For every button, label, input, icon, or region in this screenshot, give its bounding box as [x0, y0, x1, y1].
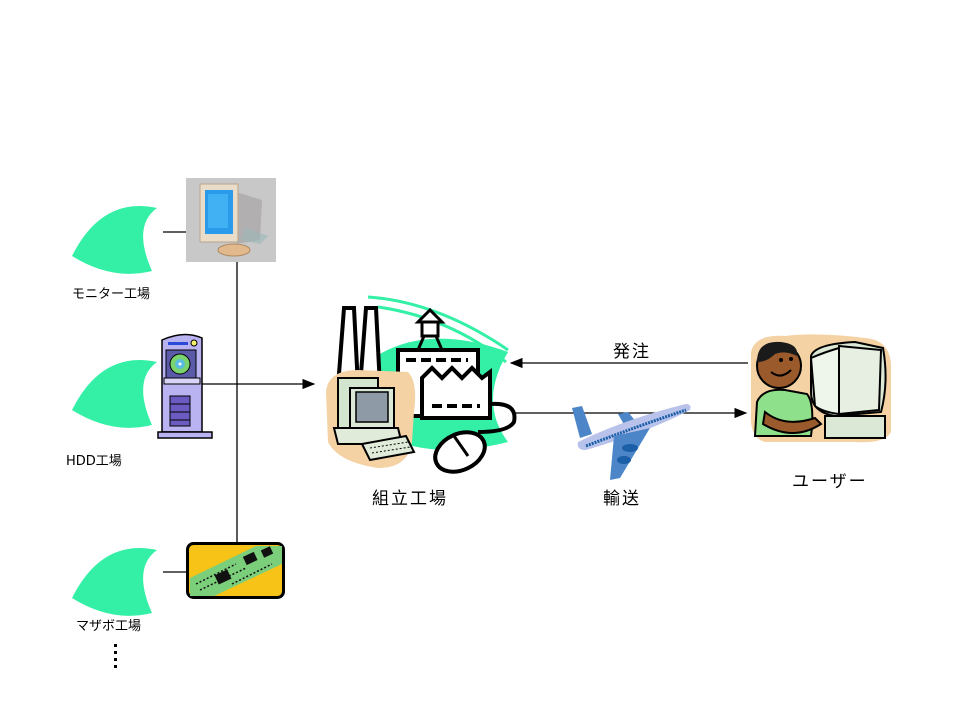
supplier-mobo-factory: [62, 528, 162, 624]
monitor-icon: [186, 178, 276, 262]
supplier-hdd-factory: [62, 340, 162, 436]
factory-icon: [72, 360, 157, 428]
user-label: ユーザー: [792, 472, 868, 492]
assembly-factory: [318, 292, 528, 482]
supplier-label-hdd: HDD工場: [66, 454, 122, 469]
airplane-icon: [568, 398, 694, 482]
assembly-label: 組立工場: [372, 489, 448, 509]
factory-icon: [72, 548, 157, 616]
supplier-label-monitor: モニター工場: [72, 287, 151, 302]
assembly-factory-icon: [326, 295, 517, 474]
user-icon: [745, 332, 895, 444]
factory-icon: [72, 206, 157, 274]
motherboard-icon: [186, 542, 285, 599]
shipping-label: 輸送: [603, 489, 641, 509]
supplier-monitor-factory: [62, 186, 162, 282]
hdd-tower-icon: [156, 332, 214, 440]
more-suppliers-indicator: [112, 642, 120, 672]
supplier-label-mobo: マザボ工場: [76, 619, 142, 634]
order-label: 発注: [613, 342, 651, 362]
